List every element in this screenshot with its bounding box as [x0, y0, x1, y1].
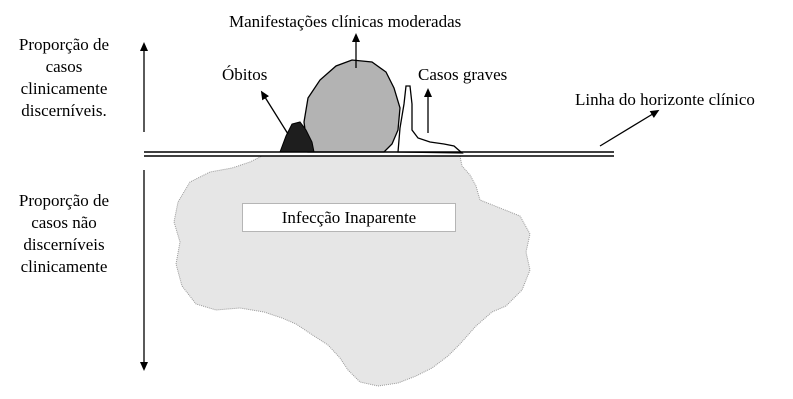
label-line: Proporção de: [18, 35, 110, 54]
label-manifestacoes-moderadas: Manifestações clínicas moderadas: [229, 12, 462, 31]
label-linha-horizonte: Linha do horizonte clínico: [575, 90, 755, 109]
manifestacoes-moderadas-shape: [303, 59, 401, 153]
submerged-iceberg: [173, 155, 531, 387]
label-line: discerníveis: [23, 235, 105, 254]
label-line: casos: [45, 57, 83, 76]
label-infeccao-inaparente: Infecção Inaparente: [242, 203, 456, 232]
label-line: casos não: [31, 213, 97, 232]
label-proporcao-discerniveis: Proporção de casos clinicamente discerní…: [4, 34, 124, 122]
label-line: Proporção de: [18, 191, 110, 210]
arrow-obitos: [260, 90, 289, 135]
label-line: clinicamente: [20, 79, 108, 98]
label-obitos: Óbitos: [222, 65, 268, 84]
casos-graves-shape: [397, 85, 464, 154]
label-casos-graves: Casos graves: [418, 65, 508, 84]
label-line: discerníveis.: [21, 101, 107, 120]
label-proporcao-nao-discerniveis: Proporção de casos não discerníveis clin…: [4, 190, 124, 278]
label-line: clinicamente: [20, 257, 108, 276]
arrow-horizonte: [599, 109, 660, 147]
obitos-shape: [279, 121, 315, 153]
